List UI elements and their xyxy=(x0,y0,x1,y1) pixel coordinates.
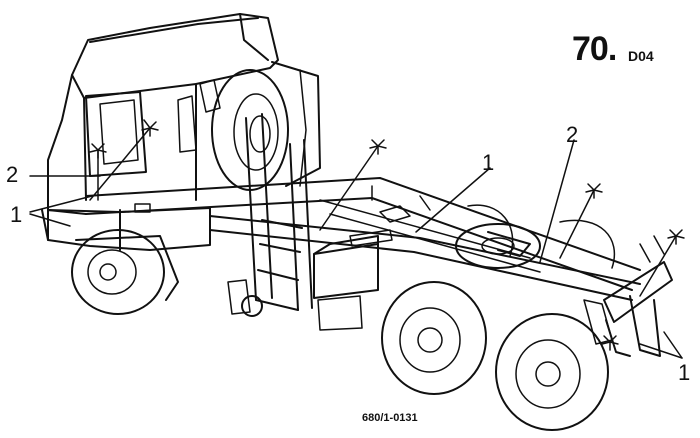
rear-wheel-1 xyxy=(381,204,514,395)
chassis-frame xyxy=(85,177,641,301)
callout-1-center: 1 xyxy=(482,150,495,175)
rear-wheel-2 xyxy=(495,219,616,431)
figure-code: 70. xyxy=(572,30,617,68)
callout-1-left: 1 xyxy=(10,202,23,227)
access-ladder xyxy=(241,113,313,317)
cab xyxy=(41,13,279,251)
drawing-reference-number: 680/1-0131 xyxy=(362,412,418,424)
wiring-harness xyxy=(89,127,677,297)
figure-code-suffix: D04 xyxy=(628,48,654,64)
battery-box xyxy=(227,235,379,331)
front-wheel xyxy=(71,229,179,315)
callout-2-right: 2 xyxy=(566,122,579,147)
spare-wheel xyxy=(211,61,321,191)
callout-1-rear: 1 xyxy=(678,360,691,385)
callout-2-left: 2 xyxy=(6,162,19,187)
callout-leaders xyxy=(29,139,683,359)
lamp-markers xyxy=(89,119,685,351)
fifth-wheel-coupling xyxy=(455,223,541,269)
